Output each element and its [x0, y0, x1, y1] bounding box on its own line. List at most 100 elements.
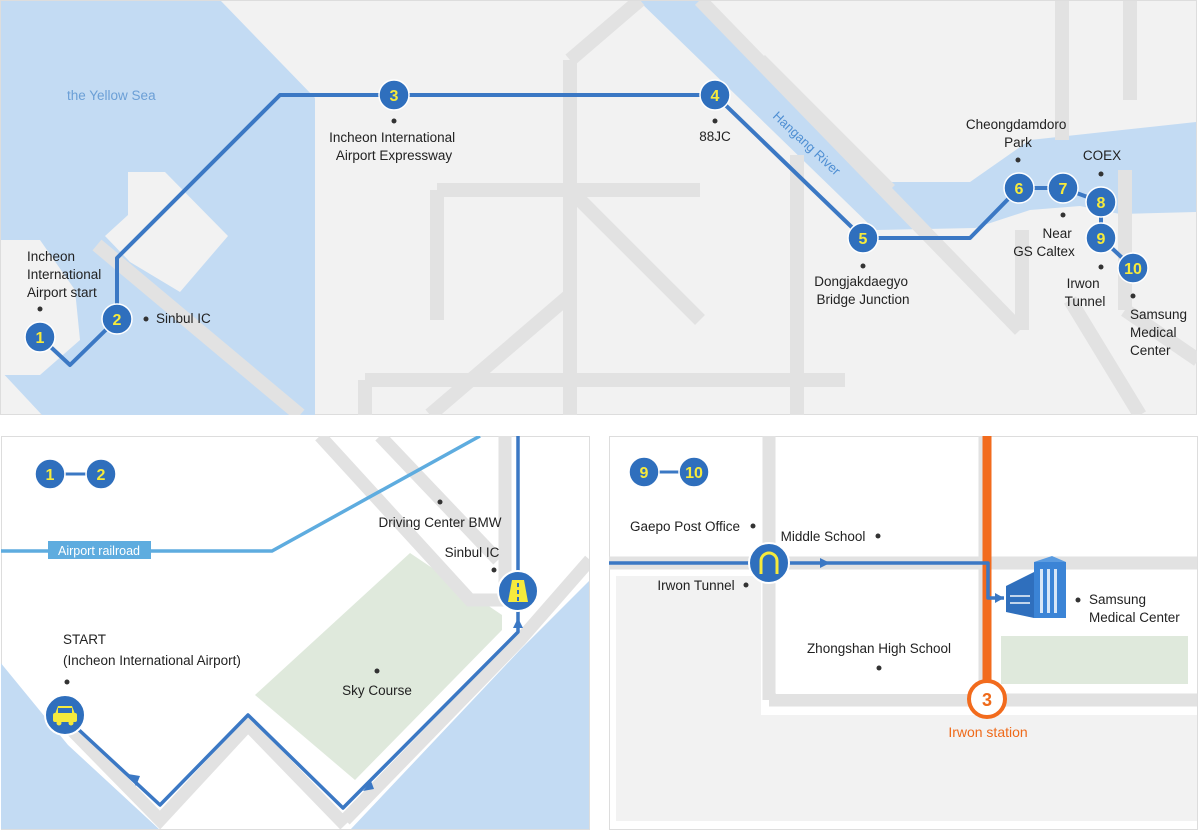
route-direction-arrow	[995, 593, 1004, 603]
sea-label: the Yellow Sea	[67, 88, 156, 103]
yeongjong-island	[105, 172, 228, 292]
stop-label-dot	[1098, 264, 1104, 270]
stop-9-marker[interactable]	[1085, 222, 1117, 254]
stop-8-marker[interactable]	[1085, 186, 1117, 218]
gaepo-dot	[750, 523, 756, 529]
road-icon[interactable]	[497, 570, 539, 612]
stop-3-marker[interactable]	[378, 79, 410, 111]
sky-course-label: Sky Course	[342, 683, 412, 698]
start-subtitle: (Incheon International Airport)	[63, 653, 241, 668]
zhongshan-dot	[876, 665, 882, 671]
start-dot	[64, 679, 70, 685]
airport-railroad-tag	[48, 541, 151, 559]
stop-2-marker[interactable]	[101, 303, 133, 335]
stop-5-marker[interactable]	[847, 222, 879, 254]
stop-6-marker[interactable]	[1003, 172, 1035, 204]
samsung-dot	[1075, 597, 1081, 603]
start-water-right	[350, 581, 589, 829]
range-end-marker	[678, 456, 710, 488]
hangang-river-area	[639, 1, 1196, 230]
subway-line-number: 3	[982, 690, 992, 710]
start-water-left	[1, 663, 159, 829]
irwon-station-marker[interactable]: 3	[967, 679, 1007, 719]
stop-label-dot	[1015, 157, 1021, 163]
stop-label-dot	[143, 316, 149, 322]
end-detail-map: 9 10 Gaepo Post Office Middle School Irw…	[609, 436, 1198, 830]
range-start-number: 1	[46, 467, 55, 484]
stop-9-label: Irwon Tunnel	[1065, 276, 1106, 309]
range-start-marker	[34, 458, 66, 490]
start-title: START	[63, 632, 106, 647]
stop-7-marker[interactable]	[1047, 172, 1079, 204]
sinbul-dot	[491, 567, 497, 573]
stop-label-dot	[391, 118, 397, 124]
route-direction-arrow	[128, 774, 140, 786]
bmw-label: Driving Center BMW	[378, 515, 501, 530]
sinbul-label: Sinbul IC	[445, 545, 500, 560]
stop-3-label: Incheon International Airport Expressway	[329, 130, 459, 163]
stop-10-marker[interactable]	[1117, 252, 1149, 284]
stop-4-label: 88JC	[699, 129, 731, 144]
overview-map: the Yellow Sea Hangang River Incheon Int…	[0, 0, 1197, 415]
stop-10-label: Samsung Medical Center	[1130, 307, 1191, 358]
stop-label-dot	[860, 263, 866, 269]
stop-4-number: 4	[711, 88, 720, 105]
stop-2-label: Sinbul IC	[156, 311, 211, 326]
stop-9[interactable]: Irwon Tunnel 9	[1065, 222, 1117, 309]
city-block	[755, 715, 1197, 821]
stop-10[interactable]: Samsung Medical Center 10	[1117, 252, 1191, 358]
car-icon[interactable]	[44, 694, 86, 736]
start-detail-map: 1 2 Airport railroad Driving Center BMW …	[1, 436, 590, 830]
irwon-station-label: Irwon station	[948, 724, 1027, 740]
sky-course-park	[255, 553, 502, 780]
stop-7-label: Near GS Caltex	[1013, 226, 1075, 259]
stop-5-number: 5	[859, 231, 868, 248]
irwon-tunnel-dot	[743, 582, 749, 588]
zhongshan-high-school-label: Zhongshan High School	[807, 641, 951, 656]
sky-course-dot	[374, 668, 380, 674]
samsung-medical-center-label: Samsung Medical Center	[1089, 592, 1180, 625]
stop-7[interactable]: Near GS Caltex 7	[1013, 172, 1079, 259]
stop-1-marker[interactable]	[24, 321, 56, 353]
school-park	[1001, 636, 1188, 684]
stop-label-dot	[1130, 293, 1136, 299]
irwon-tunnel-label: Irwon Tunnel	[657, 578, 734, 593]
stop-4-marker[interactable]	[699, 79, 731, 111]
gaepo-post-office-label: Gaepo Post Office	[630, 519, 740, 534]
tunnel-icon[interactable]	[748, 542, 790, 584]
stop-6[interactable]: Cheongdamdoro Park 6	[966, 117, 1070, 204]
stop-2[interactable]: Sinbul IC 2	[101, 303, 211, 335]
hospital-building-icon	[1006, 556, 1066, 618]
range-chip-9-10: 9 10	[628, 456, 710, 488]
stop-4[interactable]: 88JC 4	[699, 79, 731, 144]
stop-label-dot	[1098, 171, 1104, 177]
range-end-marker	[85, 458, 117, 490]
stop-6-label: Cheongdamdoro Park	[966, 117, 1070, 150]
route-direction-arrow	[513, 618, 523, 628]
bmw-dot	[437, 499, 443, 505]
stop-2-number: 2	[113, 312, 122, 329]
stop-1-number: 1	[36, 330, 45, 347]
stop-8-number: 8	[1097, 195, 1106, 212]
stop-3-number: 3	[390, 88, 399, 105]
start-roads	[57, 436, 589, 829]
stop-1[interactable]: Incheon International Airport start 1	[24, 249, 105, 353]
range-end-number: 10	[685, 465, 703, 482]
stop-8[interactable]: COEX 8	[1083, 148, 1121, 218]
stop-7-number: 7	[1059, 181, 1068, 198]
stop-label-dot	[712, 118, 718, 124]
stop-5[interactable]: Dongjakdaegyo Bridge Junction 5	[814, 222, 912, 307]
middle-school-label: Middle School	[781, 529, 866, 544]
stop-1-label: Incheon International Airport start	[27, 249, 105, 300]
range-end-number: 2	[97, 467, 106, 484]
background-roads	[92, 1, 1197, 415]
route-direction-arrow	[363, 781, 374, 791]
range-chip-1-2: 1 2	[34, 458, 117, 490]
stop-label-dot	[37, 306, 43, 312]
stop-8-label: COEX	[1083, 148, 1121, 163]
stop-6-number: 6	[1015, 181, 1024, 198]
stop-5-label: Dongjakdaegyo Bridge Junction	[814, 274, 912, 307]
airport-railroad-label: Airport railroad	[58, 544, 140, 558]
stop-3[interactable]: Incheon International Airport Expressway…	[329, 79, 459, 163]
